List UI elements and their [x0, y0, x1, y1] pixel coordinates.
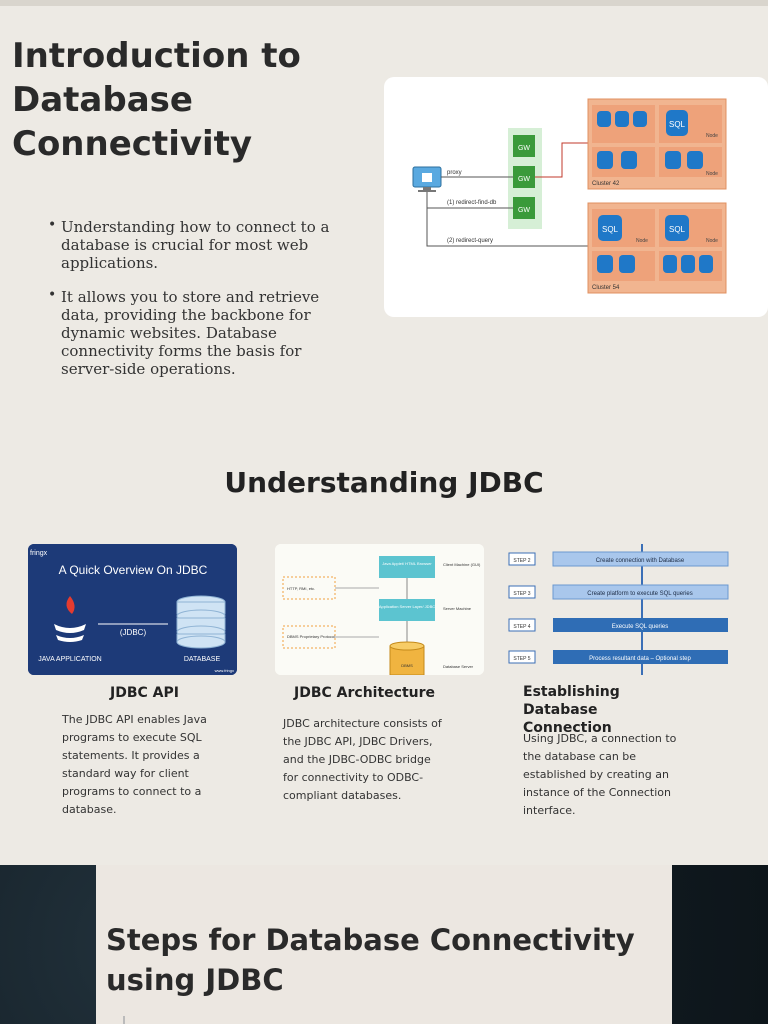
sql-label: SQL	[669, 120, 686, 129]
sql-database-icon	[598, 215, 622, 241]
content-panel	[96, 865, 672, 1024]
server-layer-label: Application Server Layer/ JDBC	[379, 604, 435, 609]
step-label: Create connection with Database	[596, 558, 685, 564]
bullet-dot-icon: •	[48, 217, 57, 233]
step-row: STEP 2 Create connection with Database	[508, 551, 729, 567]
node-label: Node	[636, 238, 648, 244]
jdbc-overview-svg: fringx A Quick Overview On JDBC (JDBC) J…	[28, 544, 237, 675]
sql-label: SQL	[602, 225, 619, 234]
sql-database-icon	[597, 111, 611, 127]
sql-database-icon	[699, 255, 713, 273]
cluster-label: Cluster 42	[592, 181, 620, 187]
protocol-label: DBMS Proprietary Protocol	[287, 634, 335, 639]
java-icon	[54, 596, 86, 642]
database-icon	[176, 595, 226, 649]
gateway-label: GW	[518, 207, 530, 214]
sql-database-icon	[681, 255, 695, 273]
bullet-dot-icon: •	[48, 287, 57, 303]
redirect-query-line	[426, 192, 591, 247]
browser-label: Java Applet/ HTML Browser	[382, 561, 432, 566]
node-label: Node	[706, 171, 718, 177]
http-box	[282, 576, 336, 600]
bullet-text: It allows you to store and retrieve data…	[61, 288, 320, 378]
step-row: STEP 5 Process resultant data – Optional…	[508, 650, 728, 664]
computer-icon	[412, 166, 442, 192]
java-app-label: JAVA APPLICATION	[38, 656, 101, 663]
page-title: Introduction to Database Connectivity	[12, 36, 301, 164]
intro-bullets: • Understanding how to connect to a data…	[48, 217, 338, 394]
node-label: Node	[706, 133, 718, 139]
server-layer-box	[379, 599, 435, 621]
node-label: Node	[706, 238, 718, 244]
card-title-jdbc-architecture: JDBC Architecture	[294, 685, 435, 701]
step-number: STEP 3	[513, 591, 530, 597]
step-label: Process resultant data – Optional step	[589, 656, 691, 662]
database-server-label: Database Server	[443, 664, 474, 669]
browser-box	[379, 556, 435, 578]
redirect-line	[535, 142, 591, 178]
step-number: STEP 5	[513, 656, 530, 662]
jdbc-overview-image: fringx A Quick Overview On JDBC (JDBC) J…	[28, 544, 237, 675]
gateway-box	[513, 135, 535, 157]
gateway-label: GW	[518, 145, 530, 152]
sql-database-icon	[597, 255, 613, 273]
card-text-jdbc-api: The JDBC API enables Java programs to ex…	[62, 713, 207, 816]
sql-database-icon	[666, 110, 688, 136]
bullet-text: Understanding how to connect to a databa…	[61, 218, 330, 272]
sql-database-icon	[665, 151, 681, 169]
card-title-establishing-connection: Establishing Database Connection	[523, 684, 620, 736]
step-number: STEP 4	[513, 624, 530, 630]
gateway-box	[513, 197, 535, 219]
gateway-box	[513, 166, 535, 188]
cluster-diagram-svg: GW GW GW proxy (1) redirect-find-db (2) …	[412, 98, 727, 294]
connection-steps-image: STEP 2 Create connection with Database S…	[506, 544, 730, 675]
top-divider	[0, 0, 768, 6]
http-label: HTTP, RMI, etc.	[287, 586, 315, 591]
step-label: Create platform to execute SQL queries	[587, 591, 693, 597]
cluster-diagram: GW GW GW proxy (1) redirect-find-db (2) …	[384, 77, 768, 317]
bullet-item: • Understanding how to connect to a data…	[48, 217, 338, 272]
sql-label: SQL	[669, 225, 686, 234]
gateway-label: GW	[518, 176, 530, 183]
card-title-jdbc-api: JDBC API	[110, 685, 179, 701]
protocol-box	[282, 625, 336, 649]
sql-database-icon	[621, 151, 637, 169]
database-label: DATABASE	[184, 656, 221, 663]
cluster-label: Cluster 54	[592, 285, 620, 291]
step-label: Execute SQL queries	[612, 624, 668, 630]
footer-label: www.fringx	[215, 668, 234, 673]
sql-database-icon	[615, 111, 629, 127]
sql-database-icon	[597, 151, 613, 169]
card-text-establishing-connection: Using JDBC, a connection to the database…	[523, 732, 677, 817]
sql-database-icon	[663, 255, 677, 273]
proxy-label: proxy	[447, 170, 462, 176]
dbms-label: DBMS	[401, 663, 413, 668]
sql-database-icon	[687, 151, 703, 169]
panel-marker	[123, 1016, 125, 1024]
dbms-icon	[389, 641, 425, 675]
sql-database-icon	[619, 255, 635, 273]
jdbc-architecture-svg: Java Applet/ HTML Browser Application Se…	[275, 544, 484, 675]
jdbc-architecture-image: Java Applet/ HTML Browser Application Se…	[275, 544, 484, 675]
sql-database-icon	[633, 111, 647, 127]
brand-label: fringx	[30, 550, 48, 557]
client-machine-label: Client Machine (GUI)	[443, 562, 481, 567]
sql-database-icon	[665, 215, 689, 241]
steps-title: Steps for Database Connectivity using JD…	[106, 923, 635, 997]
bullet-item: • It allows you to store and retrieve da…	[48, 287, 338, 378]
redirect-find-label: (1) redirect-find-db	[447, 200, 497, 206]
step-row: STEP 3 Create platform to execute SQL qu…	[508, 584, 729, 600]
section-heading: Understanding JDBC	[224, 466, 544, 499]
redirect-query-label: (2) redirect-query	[447, 238, 493, 244]
connection-steps-svg: STEP 2 Create connection with Database S…	[508, 544, 729, 675]
overview-headline: A Quick Overview On JDBC	[59, 563, 208, 577]
server-machine-label: Server Machine	[443, 606, 472, 611]
step-number: STEP 2	[513, 558, 530, 564]
jdbc-label: (JDBC)	[120, 628, 147, 637]
step-row: STEP 4 Execute SQL queries	[508, 618, 728, 632]
card-text-jdbc-architecture: JDBC architecture consists of the JDBC A…	[283, 717, 442, 802]
